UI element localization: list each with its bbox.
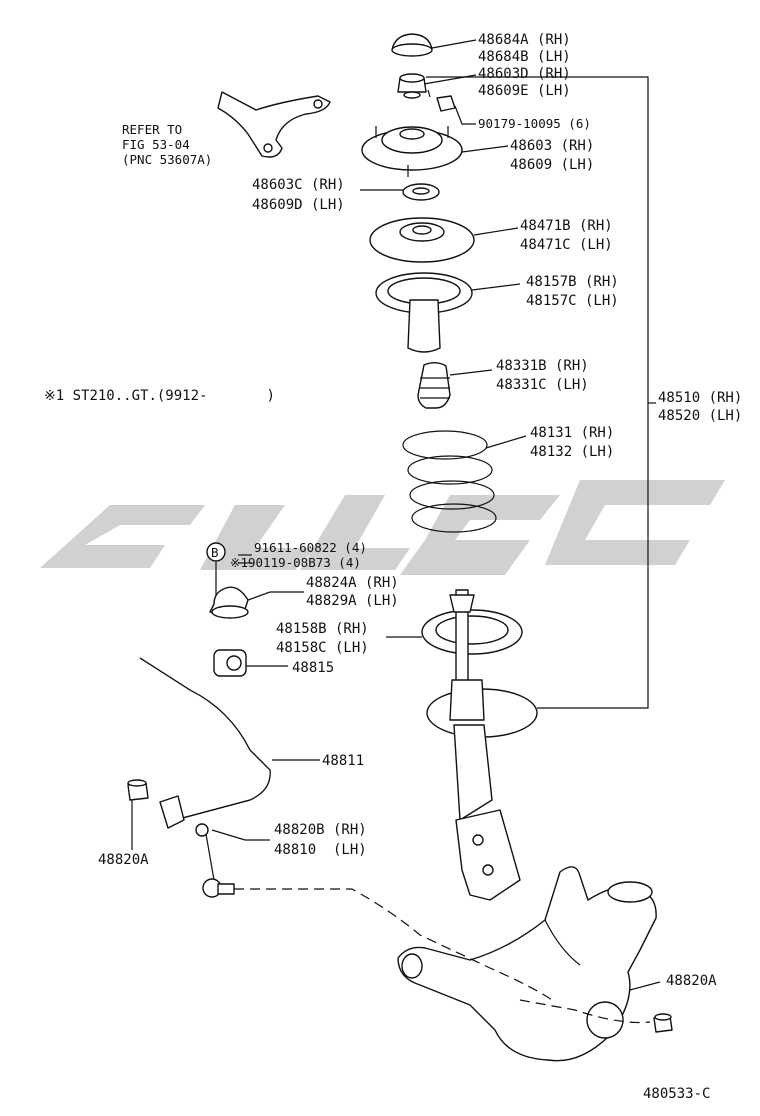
label-90179: 90179-10095 (6) [478, 116, 591, 131]
label-48471c: 48471C (LH) [520, 237, 613, 253]
upper-spring-seat-part [369, 217, 475, 263]
label-48815: 48815 [292, 660, 334, 676]
label-48684b: 48684B (LH) [478, 49, 571, 65]
bolt-b-callout: B [206, 542, 226, 610]
stabilizer-nut-left-part [127, 779, 149, 801]
bolt-b-letter: B [211, 545, 219, 560]
model-note: ※1 ST210..GT.(9912- ) [44, 388, 275, 404]
dust-cap-part [391, 33, 433, 57]
spring-insulator-part [375, 272, 473, 353]
flange-nut-part [427, 89, 456, 112]
label-48331b: 48331B (RH) [496, 358, 589, 374]
washer-part [402, 183, 440, 201]
label-48829a: 48829A (LH) [306, 593, 399, 609]
bound-stopper-part [417, 362, 451, 409]
label-48684a: 48684A (RH) [478, 32, 571, 48]
mount-nut-part [397, 73, 427, 99]
label-48157b: 48157B (RH) [526, 274, 619, 290]
label-48520: 48520 (LH) [658, 408, 742, 424]
refer-line-1: REFER TO [122, 122, 182, 137]
label-48510: 48510 (RH) [658, 390, 742, 406]
stabilizer-bar-part [139, 657, 271, 829]
stabilizer-bracket-part [209, 586, 249, 619]
strut-support-part [361, 126, 463, 177]
lower-insulator-part [421, 609, 523, 655]
leader-lines [131, 39, 661, 991]
steering-knuckle-part [397, 866, 657, 1062]
refer-note: REFER TO FIG 53-04 (PNC 53607A) [122, 122, 212, 167]
label-48158b: 48158B (RH) [276, 621, 369, 637]
label-48158c: 48158C (LH) [276, 640, 369, 656]
label-48603d: 48603D (RH) [478, 66, 571, 82]
label-48131: 48131 (RH) [530, 425, 614, 441]
stabilizer-link-part [195, 823, 235, 898]
watermark-logo-shape [40, 480, 725, 575]
label-190119: ※190119-08B73 (4) [230, 555, 361, 570]
refer-line-2: FIG 53-04 [122, 137, 190, 152]
label-48603: 48603 (RH) [510, 138, 594, 154]
label-91611: 91611-60822 (4) [254, 540, 367, 555]
suspension-arm-ref-part [217, 91, 331, 158]
stabilizer-bushing-part [213, 649, 247, 677]
label-48820b: 48820B (RH) [274, 822, 367, 838]
label-48609d: 48609D (LH) [252, 197, 345, 213]
label-48820a-left: 48820A [98, 852, 149, 868]
label-48132: 48132 (LH) [530, 444, 614, 460]
label-48471b: 48471B (RH) [520, 218, 613, 234]
refer-line-3: (PNC 53607A) [122, 152, 212, 167]
label-48331c: 48331C (LH) [496, 377, 589, 393]
label-48820a-right: 48820A [666, 973, 717, 989]
label-48609e: 48609E (LH) [478, 83, 571, 99]
shock-absorber-part [426, 589, 538, 901]
coil-spring-part [402, 430, 497, 533]
label-48811: 48811 [322, 753, 364, 769]
figure-code: 480533-C [643, 1086, 710, 1102]
label-48603c: 48603C (RH) [252, 177, 345, 193]
label-48609: 48609 (LH) [510, 157, 594, 173]
label-48824a: 48824A (RH) [306, 575, 399, 591]
stabilizer-nut-right-part [653, 1013, 673, 1033]
label-48810: 48810 (LH) [274, 842, 367, 858]
label-48157c: 48157C (LH) [526, 293, 619, 309]
dashed-leader-lines [234, 888, 651, 1024]
